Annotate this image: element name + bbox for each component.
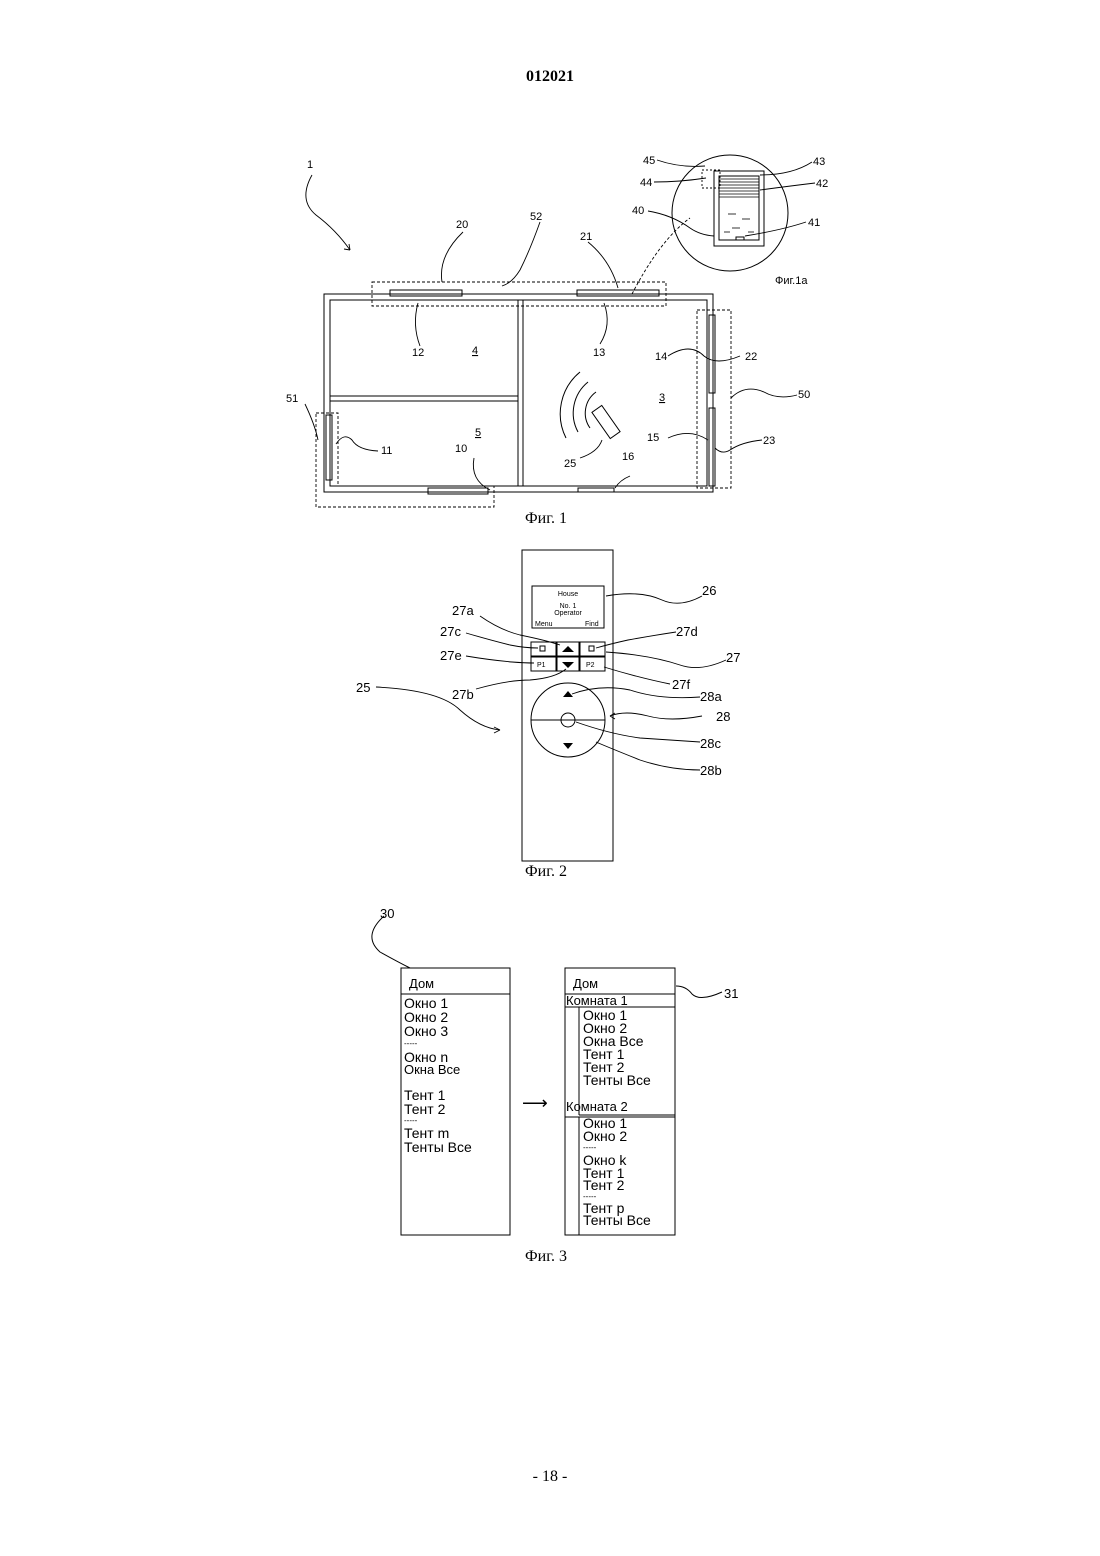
room-2-list: Окно 1 Окно 2 ----- Окно k Тент 1 Тент 2… (583, 1117, 651, 1227)
label-31: 31 (724, 986, 738, 1001)
menu-right-title: Дом (573, 976, 598, 991)
list-item: Окно 2 (583, 1130, 651, 1143)
list-item: Тент 1 (404, 1088, 472, 1102)
list-item: Тент m (404, 1126, 472, 1140)
list-item: Окна Все (404, 1064, 472, 1076)
list-item: Тент 2 (583, 1179, 651, 1192)
room-1-list: Окно 1 Окно 2 Окна Все Тент 1 Тент 2 Тен… (583, 1009, 651, 1087)
menu-left-title: Дом (409, 976, 434, 991)
room-2-title: Комната 2 (566, 1100, 628, 1113)
menu-left-list: Окно 1 Окно 2 Окно 3 ----- Окно n Окна В… (404, 996, 472, 1154)
menu-transform-arrow: ⟶ (522, 1093, 548, 1114)
list-item: Тенты Все (404, 1140, 472, 1154)
list-item: Тенты Все (583, 1074, 651, 1087)
figure-3-caption: Фиг. 3 (525, 1248, 567, 1266)
room-1-title: Комната 1 (566, 994, 628, 1007)
list-item: Окно 2 (404, 1010, 472, 1024)
list-item: Тент 2 (404, 1102, 472, 1116)
list-item: Тенты Все (583, 1214, 651, 1227)
label-30: 30 (380, 906, 394, 921)
list-item: Окно 1 (404, 996, 472, 1010)
list-item: Окно 3 (404, 1024, 472, 1038)
page-number: - 18 - (0, 1468, 1100, 1486)
